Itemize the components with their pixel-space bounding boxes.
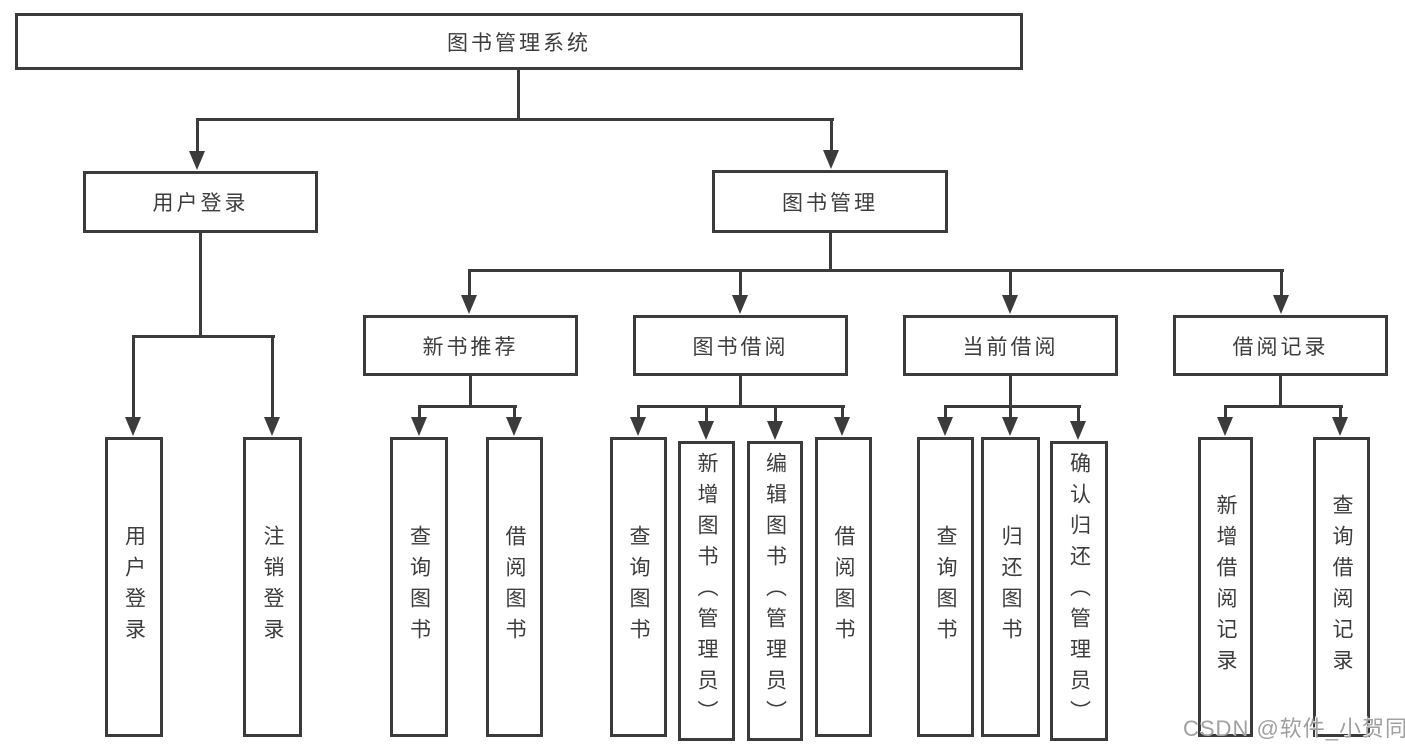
arrow-down-icon	[1217, 417, 1233, 436]
arrow-down-icon	[1332, 417, 1348, 436]
leaf-label: 借阅图书	[503, 525, 526, 649]
connector-line	[739, 270, 742, 298]
connector-line	[774, 406, 777, 424]
connector-line	[1009, 270, 1012, 298]
connector-line	[1280, 270, 1283, 298]
arrow-down-icon	[506, 417, 522, 436]
arrow-down-icon	[823, 150, 839, 169]
node-label: 用户登录	[152, 192, 249, 215]
arrow-down-icon	[1273, 295, 1289, 314]
connector-line	[739, 376, 742, 407]
node-book-management: 图书管理	[712, 170, 948, 233]
node-label: 借阅记录	[1232, 335, 1329, 359]
leaf-label: 确认归还（管理员）	[1067, 451, 1091, 731]
connector-line	[132, 335, 275, 338]
node-new-book-recommend: 新书推荐	[363, 315, 578, 376]
leaf-records-add-record: 新增借阅记录	[1198, 437, 1253, 737]
arrow-down-icon	[834, 417, 850, 436]
leaf-label: 查询借阅记录	[1330, 494, 1353, 680]
csdn-watermark: CSDN @软件_小贺同学	[1183, 716, 1405, 741]
connector-line	[637, 405, 845, 408]
connector-line	[944, 405, 1081, 408]
leaf-recommend-query-books: 查询图书	[390, 437, 448, 737]
node-label: 图书管理	[782, 191, 878, 215]
connector-line	[944, 406, 947, 420]
node-label: 当前借阅	[962, 335, 1059, 359]
node-label: 新书推荐	[422, 335, 519, 359]
node-label: 图书借阅	[692, 335, 789, 359]
leaf-label: 新增图书（管理员）	[695, 451, 718, 731]
leaf-label: 查询图书	[934, 525, 957, 649]
node-user-login: 用户登录	[83, 171, 318, 233]
leaf-logout: 注销登录	[243, 437, 302, 737]
leaf-borrow-edit-books-admin: 编辑图书（管理员）	[747, 441, 803, 741]
leaf-label: 借阅图书	[832, 525, 855, 649]
connector-line	[1279, 376, 1282, 407]
connector-line	[830, 119, 833, 155]
arrow-down-icon	[937, 417, 953, 436]
leaf-records-query-record: 查询借阅记录	[1313, 437, 1370, 737]
node-borrowing-records: 借阅记录	[1173, 315, 1388, 376]
connector-line	[196, 118, 834, 121]
connector-line	[468, 270, 471, 298]
leaf-label: 用户登录	[122, 525, 146, 649]
arrow-down-icon	[411, 417, 427, 436]
arrow-down-icon	[1070, 421, 1086, 440]
connector-line	[517, 69, 520, 121]
leaf-label: 注销登录	[261, 525, 284, 649]
leaf-borrow-add-books-admin: 新增图书（管理员）	[678, 441, 735, 741]
leaf-label: 归还图书	[999, 525, 1022, 649]
arrow-down-icon	[1002, 295, 1018, 314]
leaf-user-login: 用户登录	[105, 437, 163, 737]
connector-line	[705, 406, 708, 424]
connector-line	[271, 336, 274, 420]
leaf-current-return-books: 归还图书	[981, 437, 1040, 737]
connector-line	[418, 405, 517, 408]
connector-line	[1224, 406, 1227, 420]
leaf-label: 查询图书	[407, 525, 431, 649]
connector-line	[196, 119, 199, 155]
connector-line	[199, 233, 202, 338]
leaf-label: 新增借阅记录	[1214, 494, 1237, 680]
connector-line	[841, 406, 844, 420]
connector-line	[132, 336, 135, 420]
node-label: 图书管理系统	[447, 31, 591, 55]
arrow-down-icon	[630, 417, 646, 436]
connector-line	[1009, 406, 1012, 420]
leaf-label: 编辑图书（管理员）	[763, 451, 787, 731]
connector-line	[468, 269, 1284, 272]
connector-line	[469, 376, 472, 407]
arrow-down-icon	[1002, 417, 1018, 436]
leaf-borrow-borrow-books: 借阅图书	[815, 437, 872, 737]
connector-line	[1224, 405, 1343, 408]
leaf-label: 查询图书	[627, 525, 650, 649]
leaf-recommend-borrow-books: 借阅图书	[486, 437, 543, 737]
leaf-current-query-books: 查询图书	[917, 437, 974, 737]
node-library-management-system: 图书管理系统	[15, 13, 1023, 70]
connector-line	[1339, 406, 1342, 420]
connector-line	[513, 406, 516, 420]
leaf-current-confirm-return-admin: 确认归还（管理员）	[1050, 441, 1108, 741]
connector-line	[418, 406, 421, 420]
arrow-down-icon	[698, 421, 714, 440]
arrow-down-icon	[767, 421, 783, 440]
arrow-down-icon	[264, 417, 280, 436]
node-book-borrowing: 图书借阅	[633, 315, 848, 376]
connector-line	[637, 406, 640, 420]
arrow-down-icon	[732, 295, 748, 314]
node-current-borrowing: 当前借阅	[903, 315, 1118, 376]
arrow-down-icon	[189, 151, 205, 170]
arrow-down-icon	[125, 417, 141, 436]
connector-line	[1009, 376, 1012, 407]
connector-line	[829, 233, 832, 272]
connector-line	[1077, 406, 1080, 424]
arrow-down-icon	[461, 295, 477, 314]
leaf-borrow-query-books: 查询图书	[610, 437, 667, 737]
